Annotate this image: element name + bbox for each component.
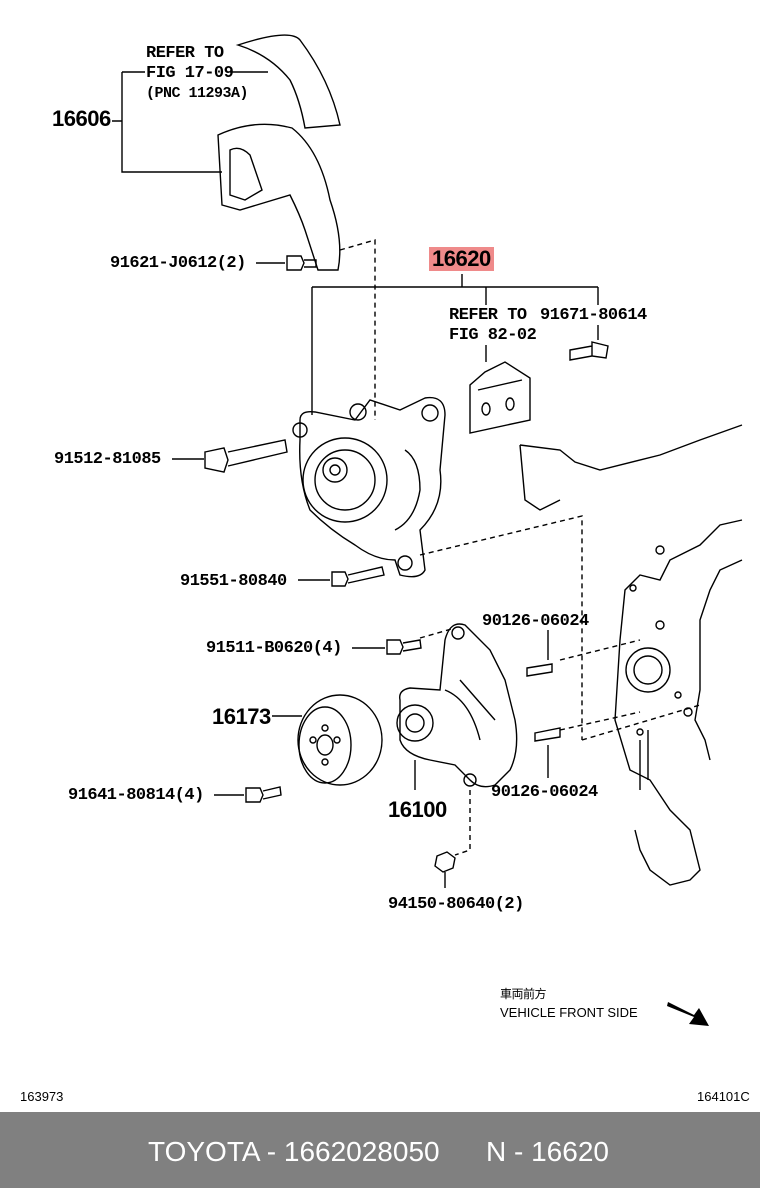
footer-part-number: TOYOTA - 1662028050 (148, 1136, 440, 1167)
pulley-16173 (297, 694, 383, 786)
exploded-parts-diagram (112, 34, 743, 1026)
leader-16606 (112, 71, 268, 173)
stud-90126-top (526, 663, 553, 677)
timing-cover-upper (235, 34, 341, 129)
tensioner-body (299, 396, 446, 578)
part-label-91512-81085[interactable]: 91512-81085 (54, 450, 161, 469)
part-label-16100[interactable]: 16100 (388, 797, 447, 822)
part-label-91551-80840[interactable]: 91551-80840 (180, 572, 287, 591)
part-label-91671-80614[interactable]: 91671-80614 (540, 306, 647, 325)
corner-code-right: 164101C (697, 1089, 750, 1104)
part-label-90126-06024-top[interactable]: 90126-06024 (482, 612, 589, 631)
direction-label-en: VEHICLE FRONT SIDE (500, 1005, 638, 1020)
bolt-91512-shape (204, 439, 288, 473)
part-label-94150-80640[interactable]: 94150-80640(2) (388, 895, 524, 914)
bolt-91511-shape (386, 639, 422, 655)
refer-fig-82-02-line1: REFER TO (449, 306, 527, 325)
direction-label-jp: 車両前方 (500, 987, 547, 1001)
part-label-16173[interactable]: 16173 (212, 704, 271, 729)
part-label-91641-80814[interactable]: 91641-80814(4) (68, 786, 204, 805)
front-arrow (667, 1002, 709, 1026)
footer-pnc: N - 16620 (486, 1136, 609, 1167)
nut-94150-shape (434, 851, 456, 873)
leader-16620 (311, 274, 599, 415)
tensioner-pulley (302, 437, 388, 523)
bolt-91551-shape (331, 566, 385, 587)
part-label-16620-highlighted[interactable]: 16620 (429, 247, 494, 271)
timing-cover-lower (217, 123, 341, 271)
water-pump-16100 (399, 623, 518, 788)
part-label-90126-06024-bottom[interactable]: 90126-06024 (491, 783, 598, 802)
refer-fig-17-09-line2: FIG 17-09 (146, 64, 234, 83)
bolt-91641-shape (245, 786, 282, 803)
bolt-91671-shape (569, 341, 609, 361)
footer-bar: TOYOTA - 1662028050 N - 16620 (0, 1112, 760, 1188)
refer-fig-82-02-line2: FIG 82-02 (449, 326, 537, 345)
refer-fig-17-09-line1: REFER TO (146, 44, 224, 63)
stud-90126-bottom (534, 727, 561, 742)
corner-code-left: 163973 (20, 1089, 64, 1104)
bracket-82-02 (469, 361, 531, 434)
part-label-91511-b0620[interactable]: 91511-B0620(4) (206, 639, 342, 658)
engine-block (519, 424, 743, 471)
bolt-91621-shape (286, 255, 317, 271)
refer-fig-17-09-line3: (PNC 11293A) (146, 85, 249, 102)
part-label-16606[interactable]: 16606 (52, 106, 111, 131)
part-label-91621-j0612[interactable]: 91621-J0612(2) (110, 254, 246, 273)
